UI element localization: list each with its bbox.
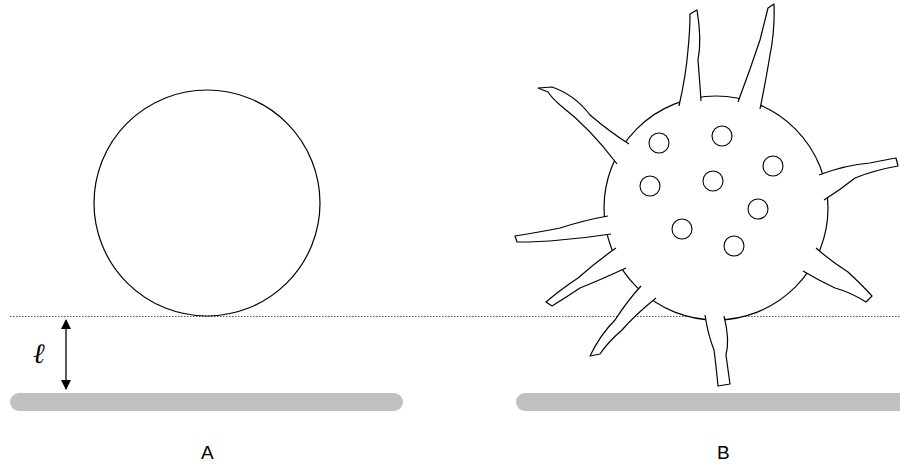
vesicles (640, 126, 783, 256)
vesicle (640, 176, 660, 196)
spiky-cell-body (604, 96, 828, 320)
filopodia (515, 4, 898, 386)
vesicle (649, 133, 669, 153)
vesicle (724, 236, 744, 256)
filopodium (679, 10, 701, 106)
panel-label: B (717, 443, 730, 462)
filopodium (590, 286, 656, 356)
distance-arrow (65, 320, 66, 389)
smooth-cell (94, 90, 320, 316)
filopodium (738, 4, 774, 109)
panel-label: A (201, 443, 214, 462)
distance-symbol: ℓ (33, 340, 45, 368)
reference-line (10, 316, 900, 317)
vesicle (672, 219, 692, 239)
filopodium (819, 158, 898, 200)
substrate-bar (516, 393, 900, 411)
vesicle (703, 171, 723, 191)
filopodium (803, 248, 872, 302)
vesicle (748, 199, 768, 219)
vesicle (763, 156, 783, 176)
filopodium (705, 315, 730, 386)
filopodium (515, 216, 611, 242)
filopodium (538, 87, 629, 164)
filopodium (546, 248, 626, 306)
substrate-bar (10, 393, 403, 411)
vesicle (712, 126, 732, 146)
